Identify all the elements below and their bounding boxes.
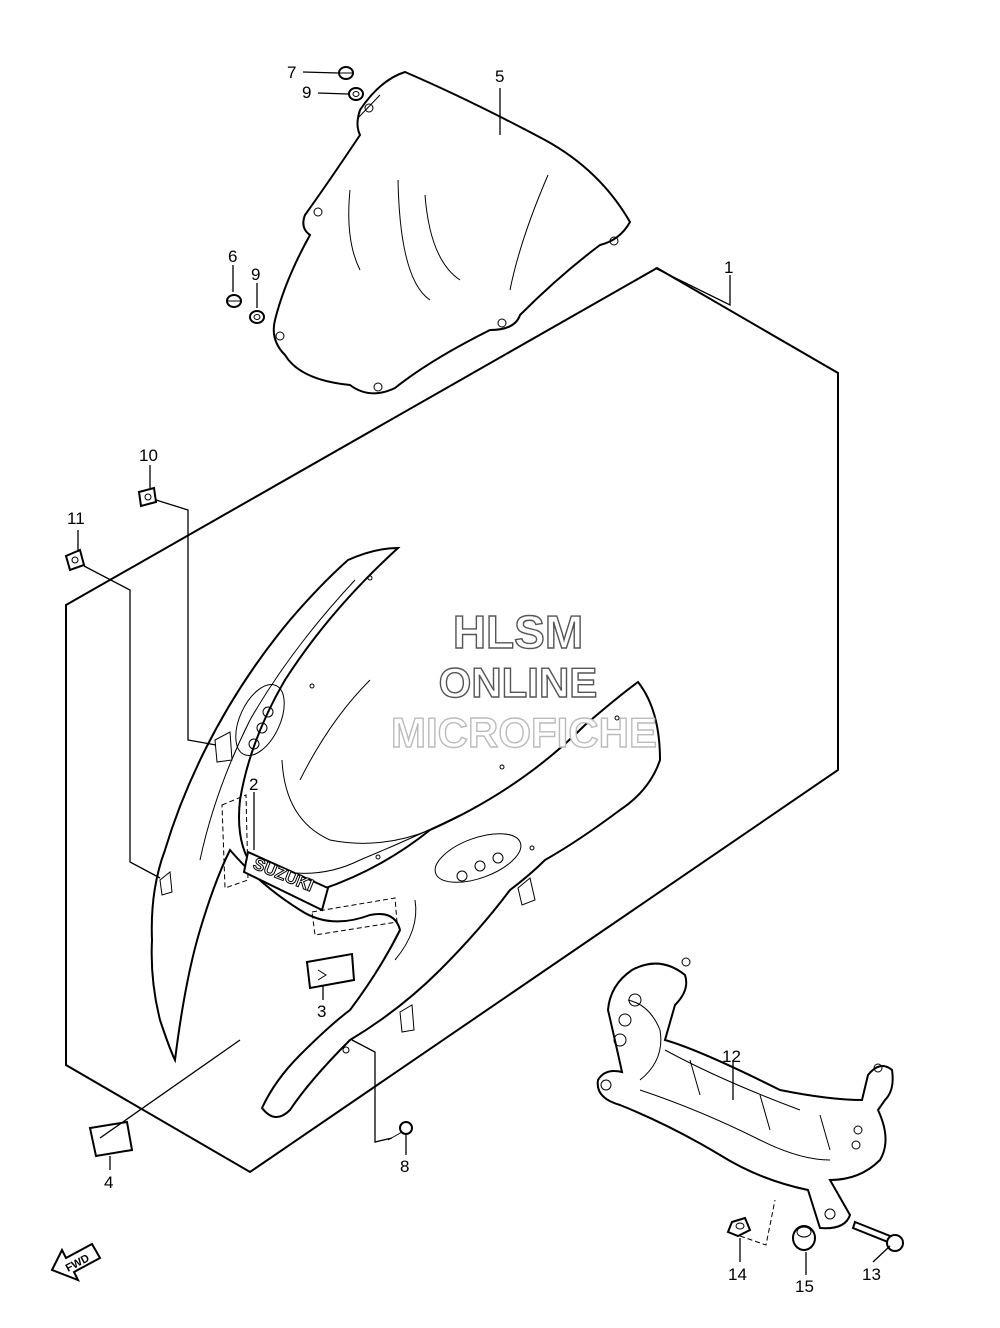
cowling-brace-part[interactable]: [596, 957, 894, 1230]
windscreen-part[interactable]: [272, 70, 632, 395]
callout-11: 11: [67, 509, 85, 528]
nut-part-11[interactable]: [64, 548, 86, 572]
watermark-line-2: ONLINE: [439, 659, 598, 706]
decal-part-3[interactable]: [305, 952, 356, 990]
fwd-label: FWD: [64, 1252, 92, 1274]
callout-9-top: 9: [302, 83, 311, 102]
screw-part-6[interactable]: [226, 294, 242, 308]
watermark-line-3: MICROFICHE: [391, 709, 657, 756]
screw-part-8[interactable]: [387, 1121, 413, 1141]
decal-outline: [221, 794, 249, 889]
watermark-line-1: HLSM: [453, 606, 583, 658]
callout-8: 8: [400, 1157, 409, 1176]
assembly-outline-box: [65, 266, 839, 1174]
callout-4: 4: [104, 1173, 113, 1192]
screw-part-7[interactable]: [338, 66, 354, 80]
upper-cowling-part[interactable]: [150, 546, 662, 1118]
callout-6: 6: [228, 247, 237, 266]
leader-lines: [77, 71, 891, 1275]
washer-part-9-lower[interactable]: [249, 310, 265, 324]
callout-14: 14: [728, 1265, 747, 1284]
callout-3: 3: [317, 1002, 326, 1021]
callout-9-lower: 9: [251, 265, 260, 284]
nut-part-14[interactable]: [726, 1216, 752, 1238]
callout-15: 15: [795, 1277, 814, 1296]
washer-part-9-top[interactable]: [348, 87, 364, 101]
grommet-part-15[interactable]: [792, 1225, 816, 1251]
callout-2: 2: [249, 775, 258, 794]
nut-part-10[interactable]: [137, 486, 158, 508]
fwd-arrow-icon: FWD: [50, 1242, 102, 1282]
callout-12: 12: [722, 1047, 741, 1066]
decal-part-4[interactable]: [88, 1120, 134, 1158]
bolt-part-13[interactable]: [851, 1220, 904, 1252]
callout-10: 10: [139, 446, 158, 465]
callout-1: 1: [724, 258, 733, 277]
callout-7: 7: [287, 63, 296, 82]
callout-13: 13: [862, 1265, 881, 1284]
callout-5: 5: [495, 67, 504, 86]
